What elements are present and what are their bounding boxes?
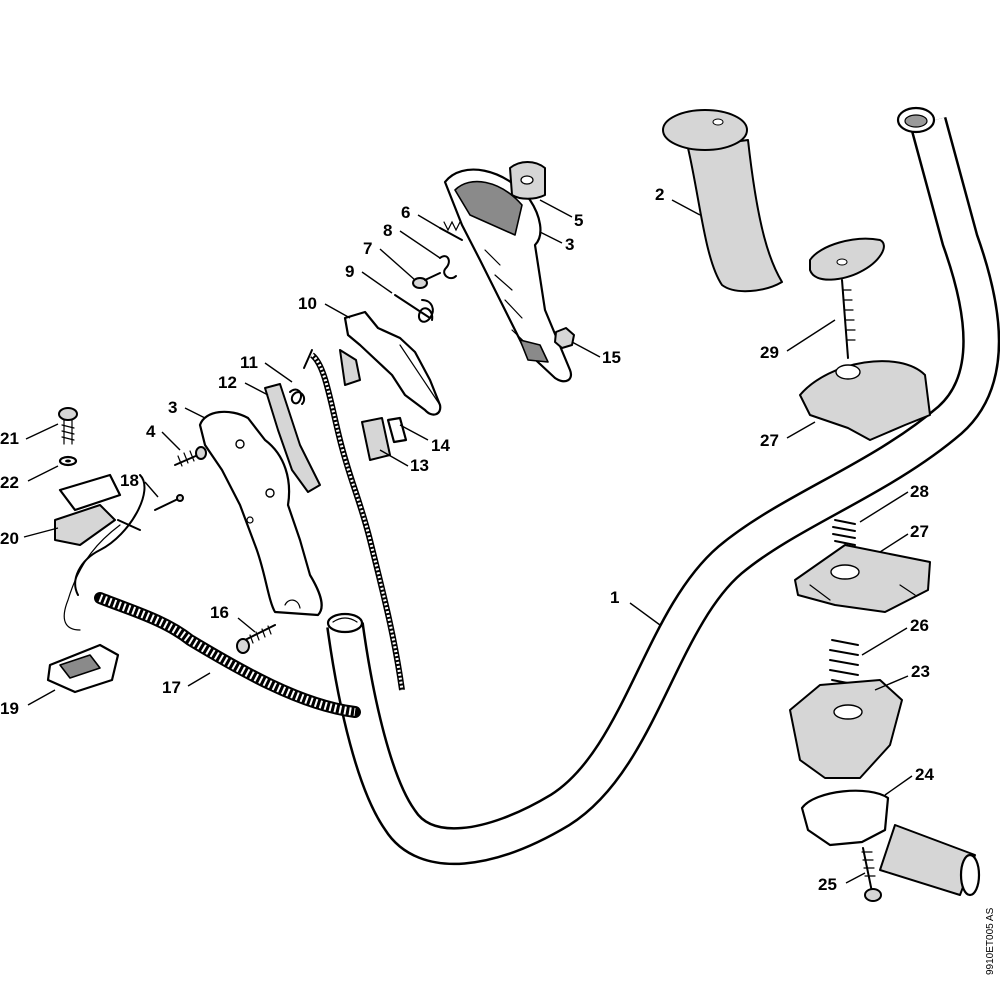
callout-26: 26 <box>910 616 929 635</box>
callout-15: 15 <box>602 348 621 367</box>
throttle-trigger <box>343 310 442 416</box>
callout-12: 12 <box>218 373 237 392</box>
callout-3-upper: 3 <box>565 235 574 254</box>
callout-10: 10 <box>298 294 317 313</box>
spring-11 <box>289 349 313 405</box>
plate-14 <box>386 416 408 444</box>
clamp-base-23 <box>789 679 903 779</box>
callout-9: 9 <box>345 262 354 281</box>
torsion-spring-9 <box>394 294 434 323</box>
screw-21 <box>58 407 78 445</box>
washer-22 <box>58 455 78 467</box>
spring-28 <box>832 519 856 546</box>
handlebar-tube <box>326 106 1000 866</box>
wing-bolt-29 <box>809 237 885 359</box>
callout-8: 8 <box>383 221 392 240</box>
leader-lines <box>23 199 913 884</box>
callout-3-lower: 3 <box>168 398 177 417</box>
callout-27-upper: 27 <box>760 431 779 450</box>
callout-2: 2 <box>655 185 664 204</box>
screw-7 <box>412 272 441 289</box>
clamp-lower-27 <box>794 544 931 613</box>
callout-28: 28 <box>910 482 929 501</box>
callout-7: 7 <box>363 239 372 258</box>
callout-18: 18 <box>120 471 139 490</box>
half-shell-24 <box>800 789 890 847</box>
long-screw-16 <box>236 624 276 654</box>
callout-21: 21 <box>0 429 19 448</box>
nut-15 <box>554 327 575 349</box>
switch-bracket-20 <box>54 473 122 546</box>
callout-16: 16 <box>210 603 229 622</box>
housing-upper <box>443 168 573 383</box>
screw-25 <box>861 847 882 902</box>
handle-housing-lower <box>198 410 323 617</box>
reference-code: 9910ET005 AS <box>985 907 996 975</box>
callout-29: 29 <box>760 343 779 362</box>
clamp-upper-27 <box>799 360 931 441</box>
callout-20: 20 <box>0 529 19 548</box>
callout-22: 22 <box>0 473 19 492</box>
callout-23: 23 <box>911 662 930 681</box>
tube-section <box>879 824 981 897</box>
callout-11: 11 <box>240 353 258 372</box>
callout-6: 6 <box>401 203 410 222</box>
spring-26 <box>829 639 859 686</box>
callout-25: 25 <box>818 875 837 894</box>
callout-24: 24 <box>915 765 934 784</box>
wing-nut-small <box>509 161 546 200</box>
callouts: 1 2 3 3 4 5 6 7 8 9 10 11 12 13 14 15 16… <box>0 185 934 894</box>
callout-17: 17 <box>162 678 181 697</box>
spring-clip-8 <box>439 255 457 280</box>
conduit-17 <box>94 592 361 718</box>
pin-18 <box>154 494 184 511</box>
callout-1: 1 <box>610 588 619 607</box>
throttle-cable <box>309 349 405 691</box>
callout-19: 19 <box>0 699 19 718</box>
callout-27-lower: 27 <box>910 522 929 541</box>
grip <box>662 109 783 293</box>
callout-5: 5 <box>574 211 583 230</box>
callout-14: 14 <box>431 436 450 455</box>
small-spring-6 <box>439 220 463 241</box>
lever-12 <box>264 383 321 493</box>
callout-13: 13 <box>410 456 429 475</box>
ground-wire <box>63 474 146 631</box>
switch-19 <box>46 643 120 694</box>
callout-4: 4 <box>146 422 156 441</box>
screw-4 <box>174 446 207 467</box>
